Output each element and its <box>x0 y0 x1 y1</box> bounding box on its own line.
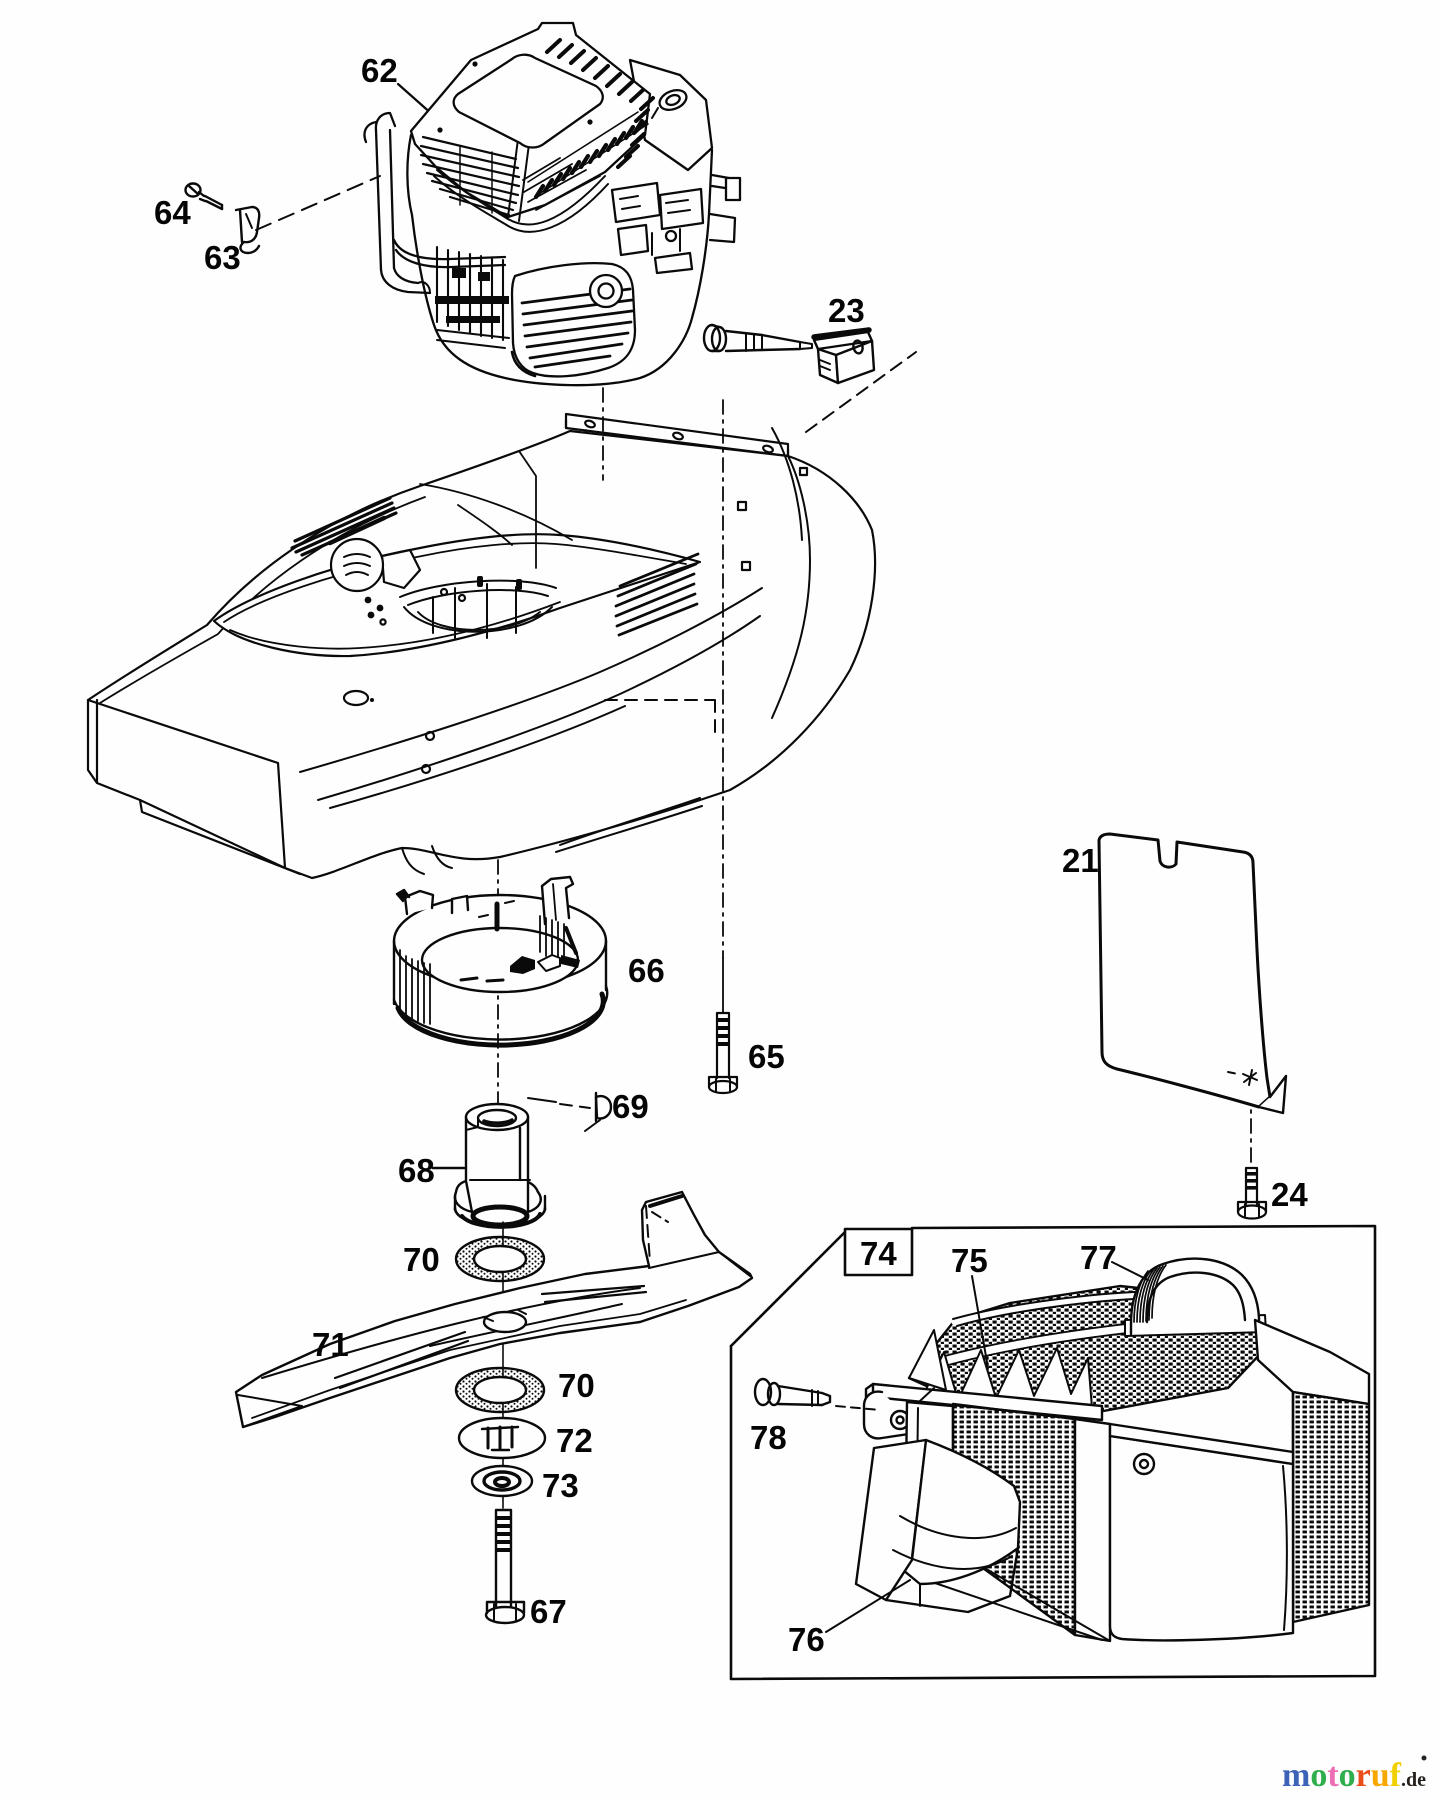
svg-text:70: 70 <box>558 1367 595 1404</box>
svg-text:66: 66 <box>628 952 665 989</box>
svg-text:63: 63 <box>204 239 241 276</box>
svg-text:75: 75 <box>951 1242 988 1279</box>
svg-text:74: 74 <box>860 1235 897 1272</box>
svg-text:21: 21 <box>1062 842 1099 879</box>
svg-text:62: 62 <box>361 52 398 89</box>
svg-text:72: 72 <box>556 1422 593 1459</box>
svg-text:78: 78 <box>750 1419 787 1456</box>
svg-text:76: 76 <box>788 1621 825 1658</box>
svg-text:73: 73 <box>542 1467 579 1504</box>
svg-text:64: 64 <box>154 194 191 231</box>
svg-text:67: 67 <box>530 1593 567 1630</box>
svg-text:69: 69 <box>612 1088 649 1125</box>
svg-text:23: 23 <box>828 292 865 329</box>
svg-text:24: 24 <box>1271 1176 1308 1213</box>
svg-text:71: 71 <box>312 1326 349 1363</box>
svg-text:65: 65 <box>748 1038 785 1075</box>
svg-text:70: 70 <box>403 1241 440 1278</box>
svg-text:68: 68 <box>398 1152 435 1189</box>
svg-text:77: 77 <box>1080 1239 1117 1276</box>
